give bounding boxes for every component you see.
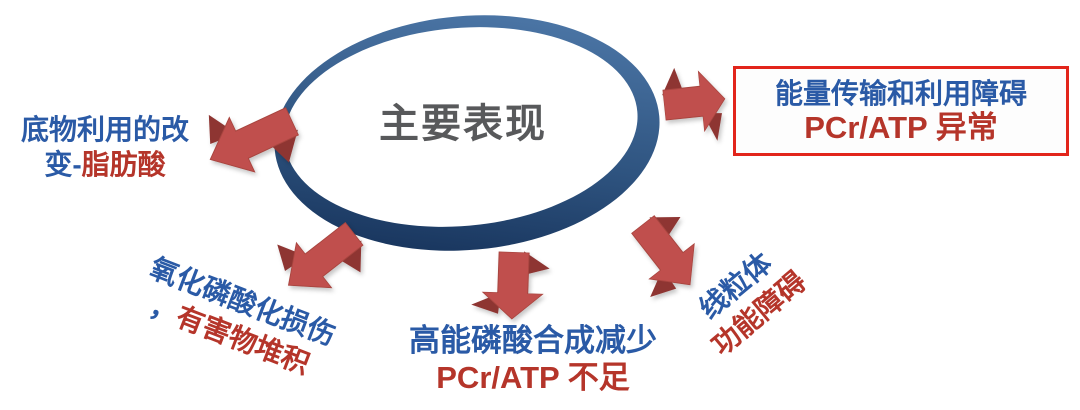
substrate-line1: 底物利用的改 <box>20 114 189 145</box>
high-energy-line1: 高能磷酸合成减少 <box>409 323 657 358</box>
arrow-down-icon <box>470 249 551 321</box>
substrate-label: 底物利用的改 变-脂肪酸 <box>5 112 205 182</box>
energy-box-line2: PCr/ATP 异常 <box>804 110 998 145</box>
high-energy-line2: PCr/ATP 不足 <box>436 360 630 395</box>
high-energy-label: 高能磷酸合成减少 PCr/ATP 不足 <box>383 322 683 396</box>
substrate-line2-blue: 变- <box>44 149 82 180</box>
center-title: 主要表现 <box>368 100 558 148</box>
energy-box: 能量传输和利用障碍 PCr/ATP 异常 <box>733 66 1069 156</box>
arrow-right-icon <box>658 62 730 147</box>
substrate-line2-red: 脂肪酸 <box>81 149 166 180</box>
energy-box-line1: 能量传输和利用障碍 <box>774 78 1027 109</box>
ellipse-ring <box>274 15 660 251</box>
center-title-text: 主要表现 <box>379 102 547 146</box>
